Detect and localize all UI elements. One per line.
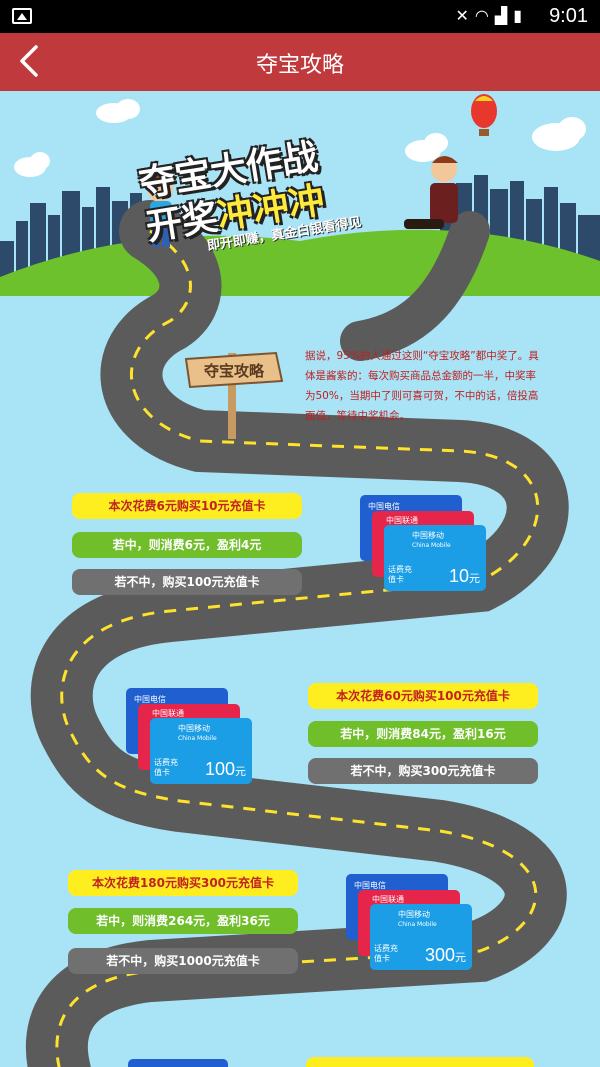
- tier-1-lose: 若不中，购买100元充值卡: [72, 569, 302, 595]
- back-button[interactable]: [12, 41, 52, 81]
- card-kind: 话费充值卡: [388, 565, 412, 584]
- battery-icon: ▮: [513, 6, 528, 25]
- intro-text: 据说，95%的人通过这则“夺宝攻略”都中奖了。具体是酱紫的：每次购买商品总金额的…: [305, 350, 539, 422]
- road-center-line: [55, 229, 540, 1067]
- tier-3-headline: 本次花费180元购买300元充值卡: [68, 870, 298, 896]
- card-value: 100: [204, 759, 235, 779]
- running-boy-illustration: [147, 174, 174, 247]
- poster-illustration: [0, 94, 600, 1067]
- clock: 9:01: [549, 5, 588, 27]
- tier-4-headline-partial: [306, 1057, 534, 1067]
- card-amount: 300元: [425, 945, 466, 966]
- signal-icon: ▟: [494, 6, 514, 25]
- tier-1-headline: 本次花费6元购买10元充值卡: [72, 493, 302, 519]
- businessman-illustration: [404, 156, 458, 229]
- unicom-logo: 中国联通: [386, 516, 418, 525]
- tier-3-lose: 若不中，购买1000元充值卡: [68, 948, 298, 974]
- mobile-name-en: China Mobile: [178, 735, 217, 742]
- strategy-poster[interactable]: 夺宝大作战 开奖冲冲冲 即开即赚，真金白银看得见 夺宝攻略 据说，95%的人通过…: [0, 91, 600, 1067]
- card-amount: 10元: [449, 566, 480, 587]
- telecom-logo: 中国电信: [134, 695, 166, 704]
- tier-3-card-stack: 中国电信 中国联通 中国移动 China Mobile 话费充值卡 300元: [346, 874, 486, 984]
- unicom-logo: 中国联通: [152, 709, 184, 718]
- card-unit: 元: [455, 952, 466, 964]
- telecom-logo: 中国电信: [354, 881, 386, 890]
- unicom-logo: 中国联通: [372, 895, 404, 904]
- status-bar: ✕◠▟▮ 9:01: [0, 0, 600, 33]
- card-kind: 话费充值卡: [154, 758, 178, 777]
- mute-icon: ✕: [455, 6, 475, 25]
- page-title: 夺宝攻略: [255, 52, 344, 77]
- tier-2-headline: 本次花费60元购买100元充值卡: [308, 683, 538, 709]
- card-kind: 话费充值卡: [374, 944, 398, 963]
- tier-1-win: 若中，则消费6元，盈利4元: [72, 532, 302, 558]
- mobile-logo: 中国移动 China Mobile: [178, 724, 217, 744]
- tier-3-win: 若中，则消费264元，盈利36元: [68, 908, 298, 934]
- road-upper: [340, 211, 490, 361]
- mobile-card: 中国移动 China Mobile 话费充值卡 100元: [150, 718, 252, 784]
- mobile-name-en: China Mobile: [412, 542, 451, 549]
- mobile-name: 中国移动: [178, 724, 210, 733]
- card-unit: 元: [235, 766, 246, 778]
- tier-4-card-partial: [128, 1059, 228, 1067]
- card-unit: 元: [469, 573, 480, 585]
- chevron-left-icon: [20, 45, 38, 77]
- tier-2-win: 若中，则消费84元，盈利16元: [308, 721, 538, 747]
- card-value: 300: [424, 945, 455, 965]
- app-bar: 夺宝攻略: [0, 33, 600, 91]
- signpost-label: 夺宝攻略: [203, 362, 264, 380]
- telecom-logo: 中国电信: [368, 502, 400, 511]
- tier-1-card-stack: 中国电信 中国联通 中国移动 China Mobile 话费充值卡 10元: [360, 495, 500, 605]
- mobile-name: 中国移动: [398, 910, 430, 919]
- mobile-card: 中国移动 China Mobile 话费充值卡 10元: [384, 525, 486, 591]
- signpost: [184, 351, 284, 439]
- card-amount: 100元: [205, 759, 246, 780]
- mobile-name: 中国移动: [412, 531, 444, 540]
- mobile-logo: 中国移动 China Mobile: [398, 910, 437, 930]
- card-value: 10: [448, 566, 469, 586]
- clouds: [14, 99, 586, 177]
- wifi-icon: ◠: [474, 6, 495, 25]
- mobile-name-en: China Mobile: [398, 921, 437, 928]
- status-icons: ✕◠▟▮: [456, 6, 529, 25]
- hot-air-balloon-icon: [471, 94, 497, 136]
- gallery-notification-icon: [12, 8, 32, 24]
- tier-2-lose: 若不中，购买300元充值卡: [308, 758, 538, 784]
- tier-2-card-stack: 中国电信 中国联通 中国移动 China Mobile 话费充值卡 100元: [126, 688, 266, 798]
- mobile-card: 中国移动 China Mobile 话费充值卡 300元: [370, 904, 472, 970]
- mobile-logo: 中国移动 China Mobile: [412, 531, 451, 551]
